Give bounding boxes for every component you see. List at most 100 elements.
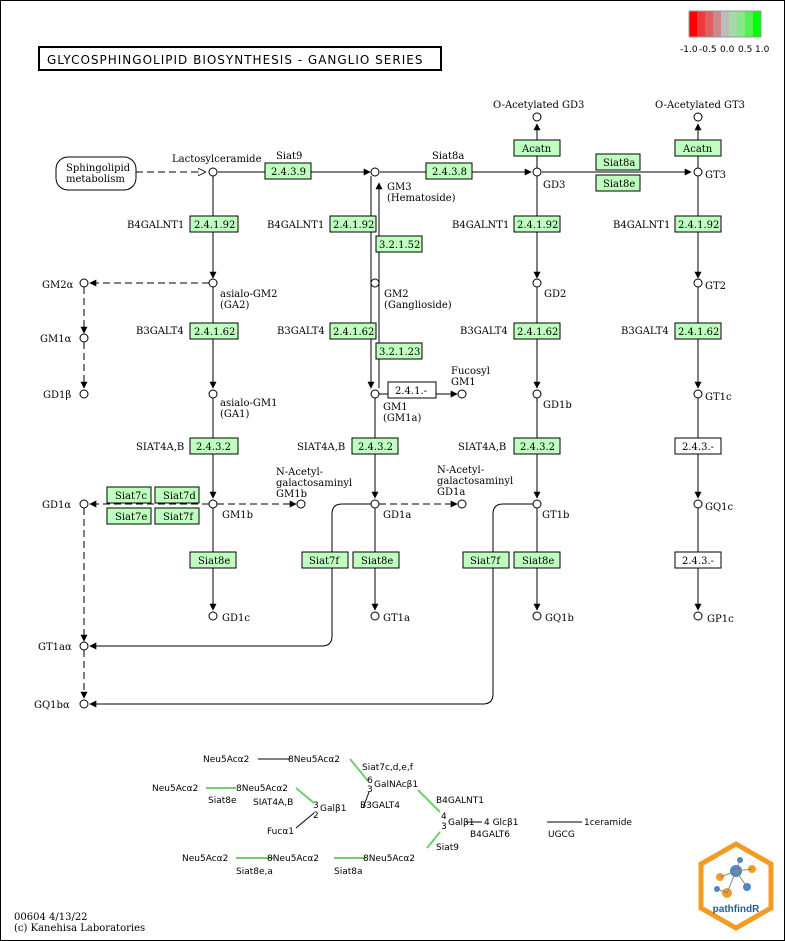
enzyme-siat8e[interactable] (352, 551, 400, 569)
legend-swatch (697, 11, 706, 37)
enzyme-siat8a[interactable] (595, 153, 641, 171)
enzyme-siat8e[interactable] (189, 551, 237, 569)
ga2-label: asialo-GM2 (220, 289, 277, 300)
enzyme-label: Siat7c (115, 491, 147, 502)
lactosylceramide-label: Lactosylceramide (172, 154, 262, 165)
gm3-label: GM3 (387, 182, 412, 193)
structure-label: Neu5Acα2 (203, 755, 249, 765)
compound-node[interactable] (532, 112, 542, 122)
gm1-node[interactable] (370, 389, 380, 399)
gd1a-node[interactable] (370, 499, 380, 509)
nacetyl-gd1a-label: galactosaminyl (437, 476, 513, 487)
gd1b-beta-node[interactable] (79, 389, 89, 399)
enzyme-2.4.3.2[interactable] (351, 437, 399, 455)
ga2-node[interactable] (208, 278, 218, 288)
siat8a-label: Siat8a (432, 151, 464, 162)
enzyme-2.4.1.-[interactable] (387, 381, 437, 399)
nacetyl-gd1a-node[interactable] (457, 499, 467, 509)
gq1b-node[interactable] (532, 611, 542, 621)
enzyme-siat7f[interactable] (301, 551, 349, 569)
oacetyl-gd3-label: O-Acetylated GD3 (493, 100, 584, 111)
gt1b-node[interactable] (532, 499, 542, 509)
structure-label: 4 (441, 812, 447, 822)
glycan-structure: Neu5Acα2 8Neu5Acα2 Siat7c,d,e,f Neu5Acα2… (152, 755, 632, 877)
enzyme-label: 2.4.1.92 (333, 220, 374, 231)
enzyme-siat8e[interactable] (595, 174, 641, 192)
color-legend (688, 10, 762, 38)
structure-label: Siat8a (334, 867, 363, 877)
enzyme-2.4.1.62[interactable] (513, 322, 561, 340)
enzyme-label: Siat7f (470, 556, 501, 567)
structure-label: 2 (313, 811, 319, 821)
siat9-label: Siat9 (276, 151, 302, 162)
fucosyl-gm1-node[interactable] (457, 389, 467, 399)
enzyme-siat7e[interactable] (106, 507, 152, 525)
enzyme-2.4.1.62[interactable] (674, 322, 722, 340)
enzyme-label: Siat8e (522, 556, 554, 567)
gt1c-node[interactable] (693, 389, 703, 399)
b4galnt1-label: B4GALNT1 (127, 220, 184, 231)
structure-label: Neu5Acα2 (152, 784, 198, 794)
nacetyl-gm1b-node[interactable] (296, 499, 306, 509)
enzyme-label: 3.2.1.52 (379, 240, 420, 251)
gp1c-node[interactable] (693, 611, 703, 621)
enzyme-siat7d[interactable] (154, 486, 200, 504)
enzyme-2.4.1.62[interactable] (189, 322, 239, 340)
enzyme-siat7f[interactable] (154, 507, 200, 525)
legend-swatch (745, 11, 754, 37)
gt1a-alpha-node[interactable] (79, 641, 89, 651)
legend-tick: 0.0 (720, 45, 735, 55)
enzyme-siat7f[interactable] (462, 551, 510, 569)
gd2-node[interactable] (532, 278, 542, 288)
sphingolipid-map-link[interactable] (55, 156, 137, 191)
enzyme-2.4.1.92[interactable] (329, 215, 377, 233)
gt2-node[interactable] (693, 278, 703, 288)
compound-node[interactable] (693, 112, 703, 122)
gd1c-node[interactable] (208, 611, 218, 621)
legend-swatch (737, 11, 746, 37)
gm3-node[interactable] (370, 167, 380, 177)
enzyme-siat7c[interactable] (106, 486, 152, 504)
gt1a-node[interactable] (370, 611, 380, 621)
enzyme-2.4.1.62[interactable] (329, 322, 377, 340)
gm2-node[interactable] (370, 278, 380, 288)
gd1a-alpha-label: GD1α (42, 500, 71, 511)
gt1b-label: GT1b (542, 510, 569, 521)
gm1a-alpha-node[interactable] (79, 333, 89, 343)
enzyme-3.2.1.23[interactable] (375, 342, 423, 360)
legend-swatch (705, 11, 714, 37)
gt3-node[interactable] (693, 167, 703, 177)
ga1-node[interactable] (208, 389, 218, 399)
enzyme-2.4.3.2[interactable] (513, 437, 561, 455)
structure-label: Galβ1 (448, 818, 474, 828)
enzyme-2.4.3.8[interactable] (425, 162, 473, 180)
enzyme-2.4.1.92[interactable] (513, 215, 561, 233)
enzyme-label: 2.4.3.8 (432, 167, 467, 178)
gm1b-node[interactable] (208, 499, 218, 509)
enzyme-2.4.3.-[interactable] (674, 551, 722, 569)
enzyme-label: Acatn (682, 144, 713, 155)
gd1a-alpha-node[interactable] (79, 499, 89, 509)
gq1b-alpha-node[interactable] (79, 699, 89, 709)
enzyme-2.4.3.-[interactable] (674, 437, 722, 455)
enzyme-label: 2.4.1.92 (678, 220, 719, 231)
gm2a-node[interactable] (79, 278, 89, 288)
enzyme-2.4.1.92[interactable] (674, 215, 722, 233)
enzyme-3.2.1.52[interactable] (375, 235, 423, 253)
lactosylceramide-node[interactable] (208, 167, 218, 177)
structure-label: 8Neu5Acα2 (267, 854, 319, 864)
enzyme-label: 3.2.1.23 (379, 347, 420, 358)
structure-label: 3 (367, 785, 373, 795)
gq1b-alpha-label: GQ1bα (34, 700, 70, 711)
gq1c-node[interactable] (693, 499, 703, 509)
structure-label: Neu5Acα2 (182, 854, 228, 864)
structure-label: 3 (441, 822, 447, 832)
enzyme-label: 2.4.3.- (682, 556, 714, 567)
enzyme-2.4.3.2[interactable] (189, 437, 239, 455)
enzyme-2.4.1.92[interactable] (189, 215, 239, 233)
enzyme-siat8e[interactable] (513, 551, 561, 569)
gd3-node[interactable] (532, 167, 542, 177)
enzyme-label: 2.4.1.- (395, 386, 427, 397)
enzyme-2.4.3.9[interactable] (264, 162, 312, 180)
gd1b-node[interactable] (532, 389, 542, 399)
